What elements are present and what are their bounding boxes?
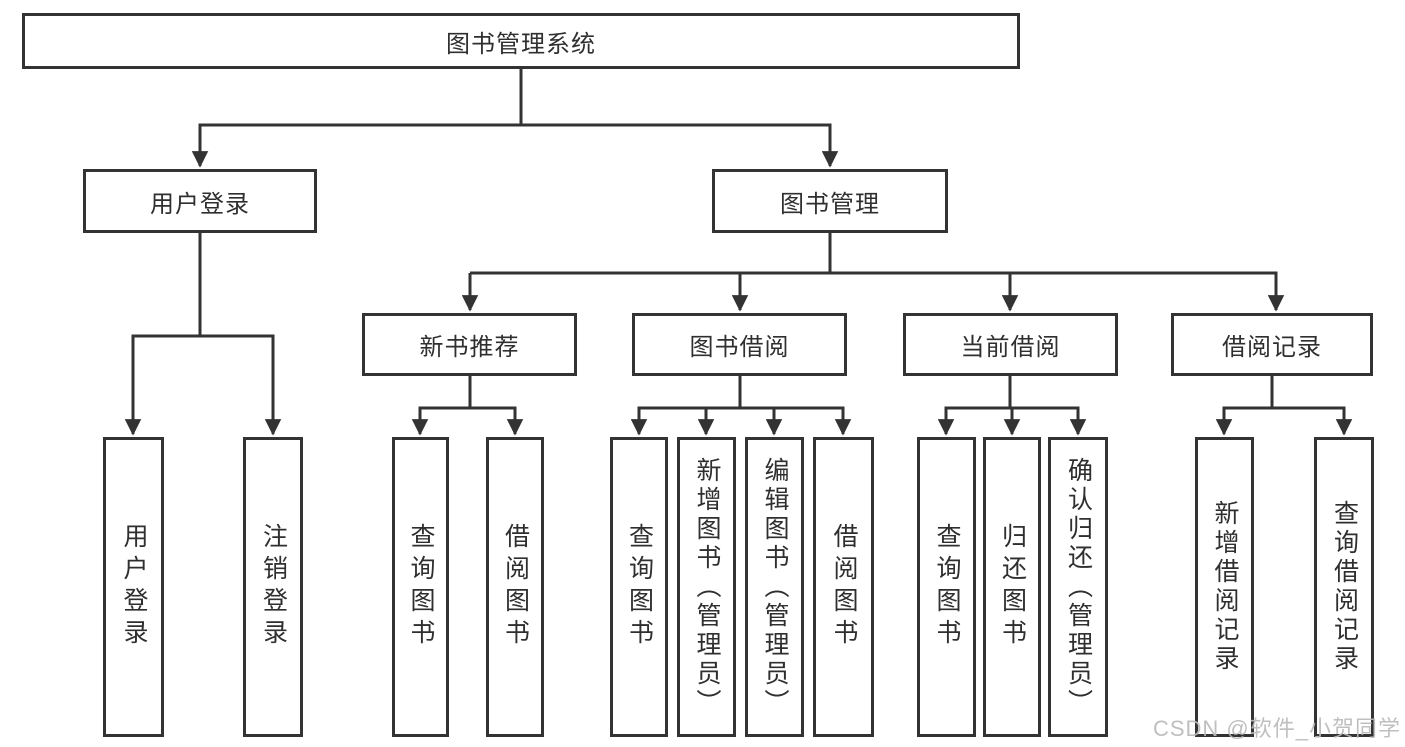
node-current-borrowing-label: 当前借阅 <box>960 334 1061 361</box>
node-user-login: 用户登录 <box>83 169 317 233</box>
leaf-confirm-return-admin: 确认归还（管理员） <box>1048 437 1108 737</box>
leaf-borrow-books-2: 借阅图书 <box>813 437 874 737</box>
node-root-label: 图书管理系统 <box>446 30 596 58</box>
node-borrowing-records: 借阅记录 <box>1171 313 1373 376</box>
leaf-borrow-books-1-label: 借阅图书 <box>501 523 530 651</box>
leaf-query-borrow-record-label: 查询借阅记录 <box>1330 500 1359 674</box>
node-user-login-label: 用户登录 <box>150 190 250 218</box>
node-root: 图书管理系统 <box>22 13 1020 69</box>
csdn-watermark: CSDN @软件_小贺同学 <box>1152 716 1401 741</box>
leaf-query-books-3-label: 查询图书 <box>933 523 961 651</box>
leaf-borrow-books-1: 借阅图书 <box>486 437 544 737</box>
leaf-add-books-admin-label: 新增图书（管理员） <box>693 456 721 718</box>
leaf-edit-books-admin-label: 编辑图书（管理员） <box>761 456 789 718</box>
leaf-query-books-2-label: 查询图书 <box>625 523 654 651</box>
leaf-query-books-2: 查询图书 <box>610 437 668 737</box>
leaf-logout: 注销登录 <box>243 437 303 737</box>
node-book-borrowing: 图书借阅 <box>632 313 847 376</box>
leaf-user-login-label: 用户登录 <box>120 523 148 651</box>
leaf-add-books-admin: 新增图书（管理员） <box>677 437 736 737</box>
node-new-book-recommendation: 新书推荐 <box>362 313 577 376</box>
leaf-add-borrow-record-label: 新增借阅记录 <box>1211 500 1239 674</box>
leaf-query-books-1-label: 查询图书 <box>407 523 435 651</box>
leaf-borrow-books-2-label: 借阅图书 <box>830 523 858 651</box>
leaf-add-borrow-record: 新增借阅记录 <box>1195 437 1254 737</box>
node-book-borrowing-label: 图书借阅 <box>689 334 790 361</box>
leaf-return-books-label: 归还图书 <box>998 523 1027 651</box>
leaf-edit-books-admin: 编辑图书（管理员） <box>745 437 804 737</box>
leaf-query-borrow-record: 查询借阅记录 <box>1314 437 1374 737</box>
node-borrowing-records-label: 借阅记录 <box>1222 334 1322 361</box>
leaf-confirm-return-admin-label: 确认归还（管理员） <box>1064 456 1093 718</box>
leaf-return-books: 归还图书 <box>983 437 1041 737</box>
node-current-borrowing: 当前借阅 <box>903 313 1118 376</box>
leaf-query-books-1: 查询图书 <box>392 437 449 737</box>
leaf-user-login: 用户登录 <box>103 437 164 737</box>
node-book-management: 图书管理 <box>712 169 948 233</box>
node-book-management-label: 图书管理 <box>780 190 880 218</box>
leaf-logout-label: 注销登录 <box>259 523 288 651</box>
node-new-book-recommendation-label: 新书推荐 <box>419 334 520 361</box>
leaf-query-books-3: 查询图书 <box>917 437 976 737</box>
